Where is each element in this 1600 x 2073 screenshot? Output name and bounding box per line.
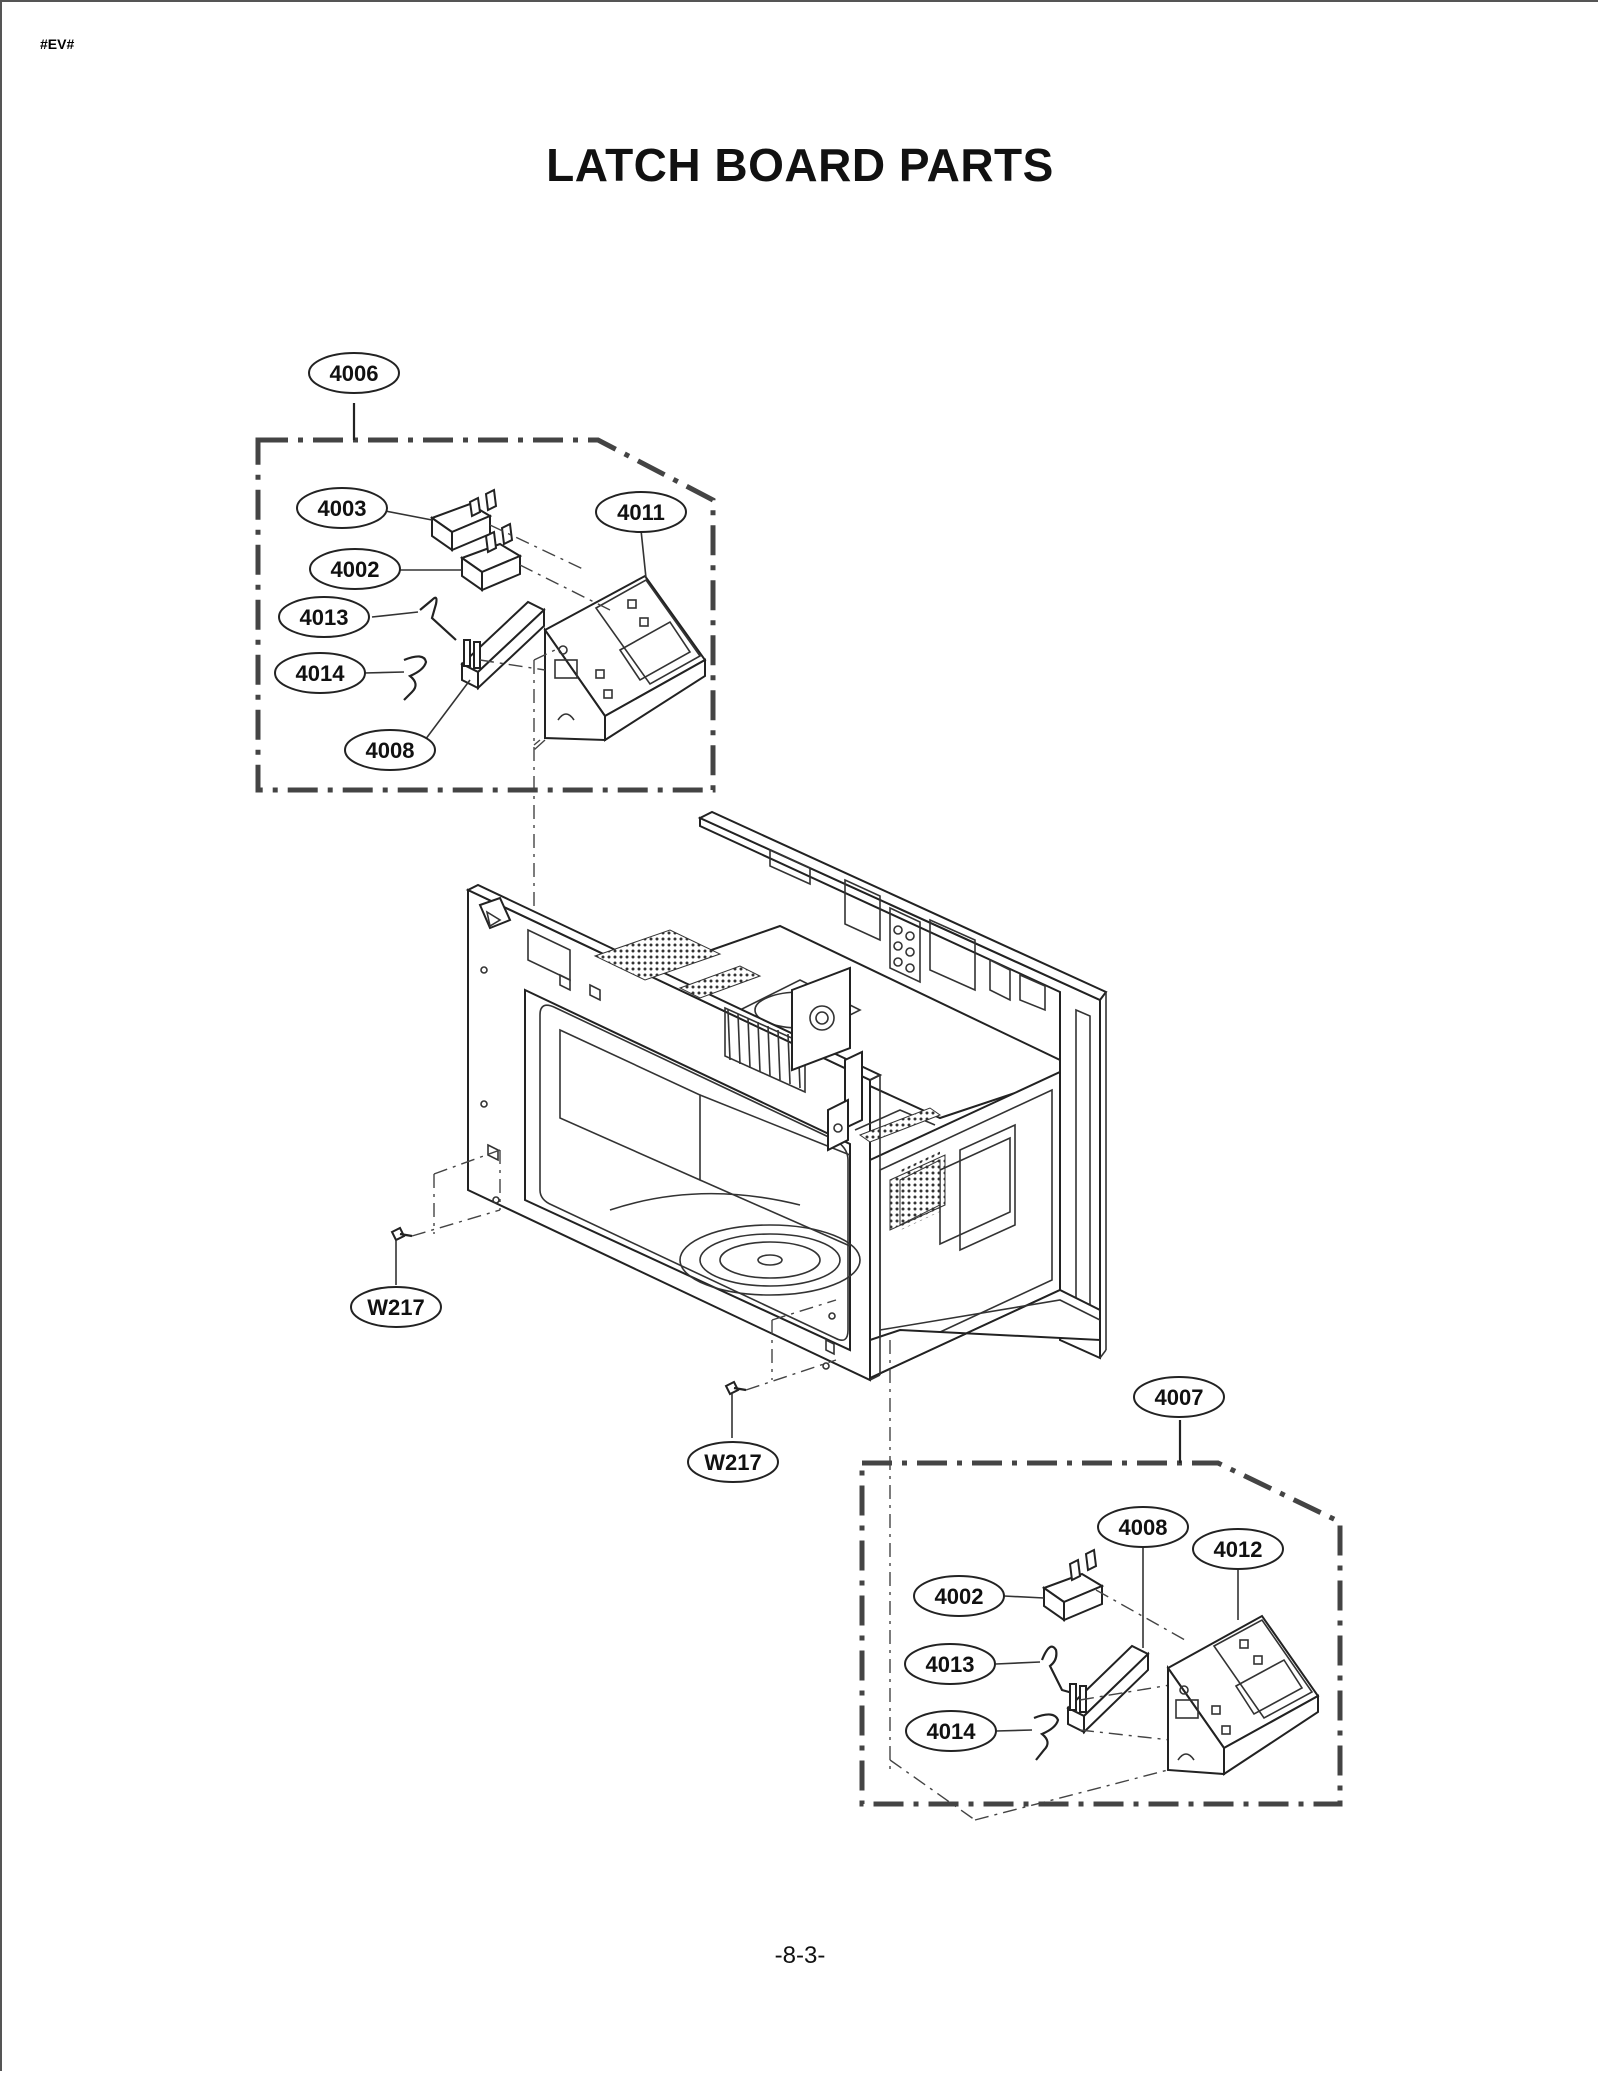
callout-w217-left-label: W217 [367,1295,424,1320]
latch-board-4012 [1166,1566,1320,1776]
micro-switch-4003 [374,488,498,552]
callout-4014-upper: 4014 [274,652,366,694]
callout-w217-right: W217 [687,1441,779,1483]
callout-4006-label: 4006 [330,361,379,386]
callout-4008-upper: 4008 [344,729,436,771]
callout-4007-label: 4007 [1155,1385,1204,1410]
latch-board-4011 [543,529,707,742]
micro-switch-4002-upper [385,522,523,592]
callout-w217-right-label: W217 [704,1450,761,1475]
callout-4008-lower-label: 4008 [1119,1515,1168,1540]
callout-w217-left: W217 [350,1286,442,1328]
callout-4014-lower-label: 4014 [927,1719,977,1744]
callout-4002-lower: 4002 [913,1575,1005,1617]
callout-4012: 4012 [1192,1528,1284,1570]
spring-4013-lower [995,1645,1077,1696]
callout-4002-lower-label: 4002 [935,1584,984,1609]
page-title: LATCH BOARD PARTS [546,139,1054,191]
callout-4013-lower: 4013 [904,1643,996,1685]
callout-4011: 4011 [595,491,687,533]
callout-4011-label: 4011 [617,500,665,525]
callout-4014-lower: 4014 [905,1710,997,1752]
page-number: -8-3- [774,1942,826,1969]
spring-4014-lower [995,1713,1060,1761]
callout-4003: 4003 [296,487,388,529]
callout-4012-label: 4012 [1214,1537,1263,1562]
callout-4008-upper-label: 4008 [366,738,415,763]
latch-lever-4008-lower [1066,1546,1171,1741]
callout-4008-lower: 4008 [1097,1506,1189,1548]
upper-assembly-guide-lines [479,524,611,910]
spring-4013-upper [371,596,457,641]
callout-4013-upper-label: 4013 [300,605,349,630]
callout-4013-upper: 4013 [278,596,370,638]
callout-4007: 4007 [1133,1376,1225,1418]
document-code: #EV# [40,36,75,52]
callout-4003-label: 4003 [318,496,367,521]
callout-4013-lower-label: 4013 [926,1652,975,1677]
callout-4006: 4006 [308,352,400,394]
callout-4014-upper-label: 4014 [296,661,346,686]
upper-latch-assembly-box [255,403,716,793]
spring-4014-upper [363,655,428,701]
callout-4002-upper: 4002 [309,548,401,590]
latch-lever-4008-upper [424,600,546,741]
callout-4002-upper-label: 4002 [331,557,380,582]
screw-w217-right [724,1299,891,1770]
lower-latch-assembly-box [859,1420,1343,1807]
lower-assembly-guide-lines [889,1759,1169,1821]
oven-cavity-chassis [465,810,1108,1382]
screw-w217-left [390,1149,501,1285]
micro-switch-4002-lower [1003,1548,1186,1641]
